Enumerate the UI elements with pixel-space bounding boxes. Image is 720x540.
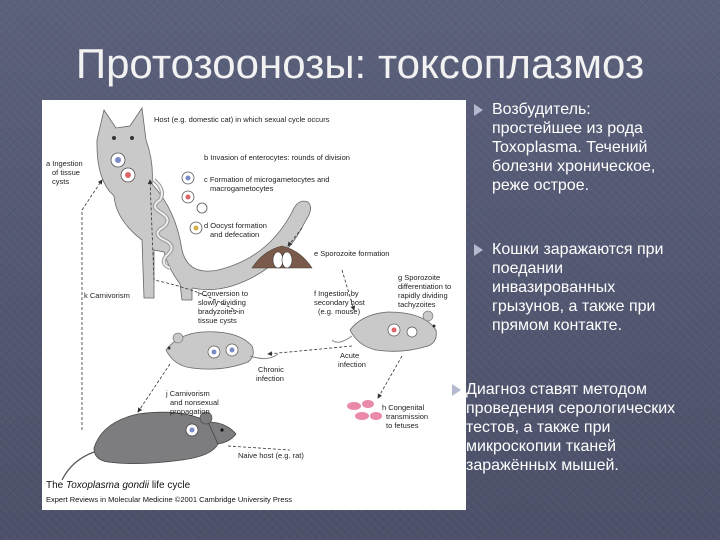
label-acute-1: Acute bbox=[340, 351, 359, 360]
cycle-arrows bbox=[81, 179, 403, 451]
label-f-1: f Ingestion by bbox=[314, 289, 359, 298]
oocyst-soil bbox=[251, 245, 313, 269]
label-j-2: and nonsexual bbox=[170, 398, 219, 407]
label-d-2: and defecation bbox=[210, 230, 259, 239]
rat-illustration bbox=[61, 411, 237, 481]
label-g-3: rapidly dividing bbox=[398, 291, 448, 300]
label-g-1: g Sporozoite bbox=[398, 273, 440, 282]
label-k: k Carnivorism bbox=[84, 291, 130, 300]
bullet-text-2: Кошки заражаются при поедании инвазирова… bbox=[492, 241, 664, 334]
label-f-2: secondary host bbox=[314, 298, 366, 307]
label-h-3: to fetuses bbox=[386, 421, 419, 430]
label-h-2: transmission bbox=[386, 412, 428, 421]
label-g-4: tachyzoites bbox=[398, 300, 436, 309]
label-host: Host (e.g. domestic cat) in which sexual… bbox=[154, 115, 330, 124]
label-b: b Invasion of enterocytes: rounds of div… bbox=[204, 153, 350, 162]
bullet-text-1: Возбудитель: простейшее из рода Toxoplas… bbox=[492, 101, 656, 194]
label-h-1: h Congenital bbox=[382, 403, 424, 412]
figure-caption: The Toxoplasma gondii life cycle bbox=[46, 480, 191, 491]
figure-credit: Expert Reviews in Molecular Medicine ©20… bbox=[46, 495, 292, 504]
label-a-1: a Ingestion bbox=[46, 159, 83, 168]
fetuses-illustration bbox=[347, 400, 382, 420]
label-e: e Sporozoite formation bbox=[314, 249, 389, 258]
label-naive-host: Naive host (e.g. rat) bbox=[238, 451, 304, 460]
bullet-marker-icon bbox=[474, 244, 483, 256]
label-i-2: slowly dividing bbox=[198, 298, 246, 307]
label-c-1: c Formation of microgametocytes and bbox=[204, 175, 329, 184]
label-chronic-1: Chronic bbox=[258, 365, 284, 374]
label-f-3: (e.g. mouse) bbox=[318, 307, 361, 316]
label-c-2: macrogametocytes bbox=[210, 184, 274, 193]
label-i-4: tissue cysts bbox=[198, 316, 237, 325]
label-i-3: bradyzoites in bbox=[198, 307, 244, 316]
label-a-3: cysts bbox=[52, 177, 69, 186]
label-acute-2: infection bbox=[338, 360, 366, 369]
cat-illustration bbox=[96, 106, 311, 301]
label-d-1: d Oocyst formation bbox=[204, 221, 267, 230]
bullet-text-3: Диагноз ставят методом проведения сероло… bbox=[466, 381, 676, 474]
bullet-marker-icon bbox=[452, 384, 461, 396]
label-i-1: i Conversion to bbox=[198, 289, 248, 298]
label-j-1: j Carnivorism bbox=[165, 389, 210, 398]
life-cycle-diagram: Host (e.g. domestic cat) in which sexual… bbox=[46, 106, 451, 504]
label-a-2: of tissue bbox=[52, 168, 80, 177]
mouse-chronic-illustration bbox=[165, 331, 279, 370]
slide-title: Протозоонозы: токсоплазмоз bbox=[75, 40, 645, 87]
label-j-3: propagation bbox=[170, 407, 210, 416]
label-g-2: differentiation to bbox=[398, 282, 451, 291]
bullet-marker-icon bbox=[474, 104, 483, 116]
label-chronic-2: infection bbox=[256, 374, 284, 383]
mouse-acute-illustration bbox=[331, 310, 437, 352]
life-cycle-figure: Host (e.g. domestic cat) in which sexual… bbox=[42, 100, 466, 510]
